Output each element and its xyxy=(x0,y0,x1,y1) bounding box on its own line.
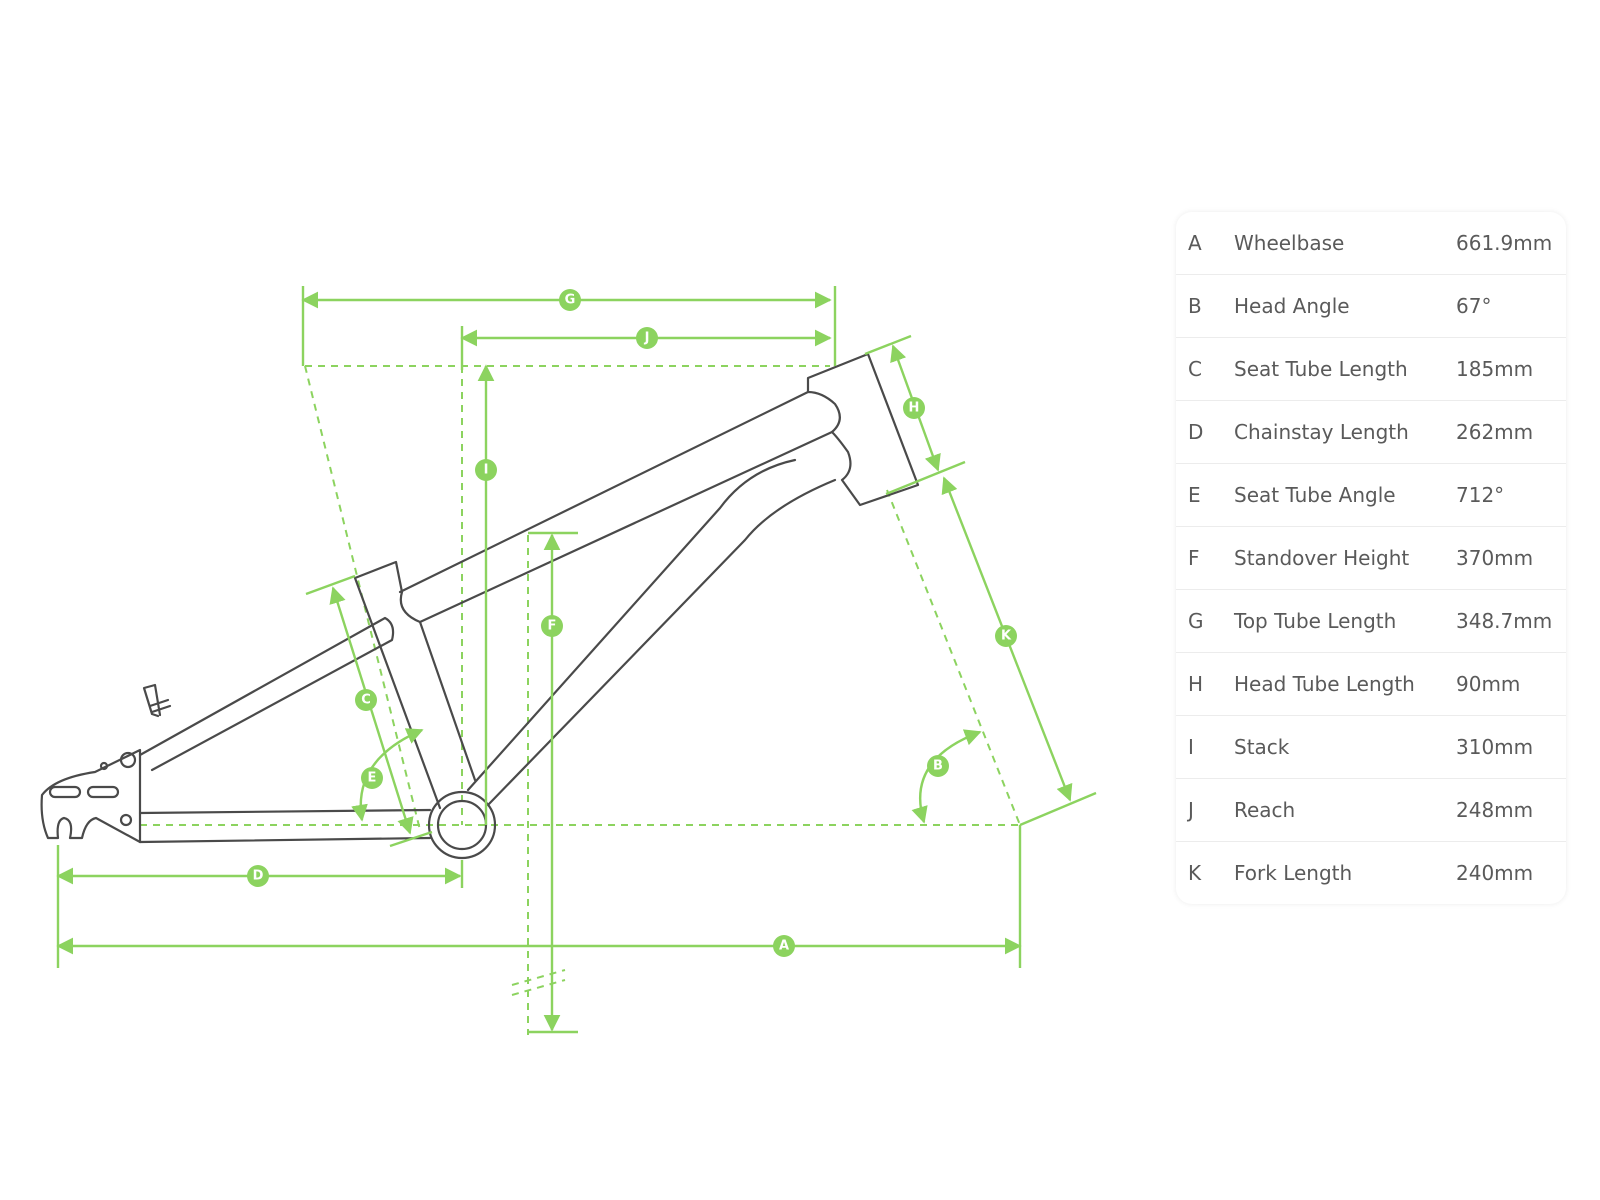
spec-value: 310mm xyxy=(1456,735,1534,759)
spec-letter: J xyxy=(1188,798,1194,822)
geometry-spec-table: A Wheelbase 661.9mm B Head Angle 67° C S… xyxy=(1176,212,1566,904)
spec-name: Seat Tube Length xyxy=(1234,357,1408,381)
spec-name: Fork Length xyxy=(1234,861,1353,885)
svg-text:F: F xyxy=(548,619,557,634)
svg-text:I: I xyxy=(484,463,489,478)
spec-name: Stack xyxy=(1234,735,1290,759)
spec-letter: B xyxy=(1188,294,1202,318)
spec-letter: A xyxy=(1188,231,1202,255)
spec-value: 370mm xyxy=(1456,546,1534,570)
marker-d: D xyxy=(247,865,269,887)
marker-e: E xyxy=(361,767,383,789)
spec-name: Chainstay Length xyxy=(1234,420,1409,444)
spec-letter: I xyxy=(1188,735,1194,759)
spec-row-top-tube-length: G Top Tube Length 348.7mm xyxy=(1176,590,1566,653)
spec-letter: C xyxy=(1188,357,1202,381)
svg-text:H: H xyxy=(909,401,920,416)
spec-row-standover-height: F Standover Height 370mm xyxy=(1176,527,1566,590)
marker-h: H xyxy=(903,397,925,419)
spec-name: Seat Tube Angle xyxy=(1234,483,1396,507)
dimension-markers: G J I F H K C E B D A xyxy=(247,289,1017,957)
spec-name: Wheelbase xyxy=(1234,231,1345,255)
spec-value: 240mm xyxy=(1456,861,1534,885)
spec-name: Head Angle xyxy=(1234,294,1350,318)
spec-name: Standover Height xyxy=(1234,546,1410,570)
spec-letter: F xyxy=(1188,546,1200,570)
spec-value: 185mm xyxy=(1456,357,1534,381)
spec-row-seat-tube-angle: E Seat Tube Angle 712° xyxy=(1176,464,1566,527)
dashed-guides xyxy=(140,365,1021,1035)
marker-k: K xyxy=(995,625,1017,647)
spec-value: 90mm xyxy=(1456,672,1521,696)
svg-text:A: A xyxy=(779,939,789,954)
marker-f: F xyxy=(541,615,563,637)
bike-frame xyxy=(40,352,920,860)
spec-value: 262mm xyxy=(1456,420,1534,444)
svg-text:J: J xyxy=(644,331,650,346)
spec-value: 67° xyxy=(1456,294,1492,318)
spec-value: 248mm xyxy=(1456,798,1534,822)
spec-letter: E xyxy=(1188,483,1201,507)
svg-text:C: C xyxy=(361,693,371,708)
svg-text:D: D xyxy=(253,869,264,884)
marker-a: A xyxy=(773,935,795,957)
spec-row-stack: I Stack 310mm xyxy=(1176,716,1566,779)
spec-name: Top Tube Length xyxy=(1234,609,1397,633)
spec-row-seat-tube-length: C Seat Tube Length 185mm xyxy=(1176,338,1566,401)
svg-text:E: E xyxy=(368,771,377,786)
spec-row-fork-length: K Fork Length 240mm xyxy=(1176,842,1566,904)
marker-i: I xyxy=(475,459,497,481)
spec-value: 712° xyxy=(1456,483,1505,507)
svg-text:G: G xyxy=(565,293,576,308)
spec-row-head-angle: B Head Angle 67° xyxy=(1176,275,1566,338)
marker-j: J xyxy=(636,327,658,349)
marker-b: B xyxy=(927,755,949,777)
spec-value: 661.9mm xyxy=(1456,231,1553,255)
marker-c: C xyxy=(355,689,377,711)
spec-letter: H xyxy=(1188,672,1204,696)
spec-letter: K xyxy=(1188,861,1202,885)
spec-row-head-tube-length: H Head Tube Length 90mm xyxy=(1176,653,1566,716)
spec-row-reach: J Reach 248mm xyxy=(1176,779,1566,842)
spec-value: 348.7mm xyxy=(1456,609,1553,633)
svg-text:K: K xyxy=(1001,629,1012,644)
spec-name: Head Tube Length xyxy=(1234,672,1415,696)
spec-letter: D xyxy=(1188,420,1204,444)
spec-row-wheelbase: A Wheelbase 661.9mm xyxy=(1176,212,1566,275)
spec-row-chainstay-length: D Chainstay Length 262mm xyxy=(1176,401,1566,464)
svg-text:B: B xyxy=(933,759,943,774)
spec-letter: G xyxy=(1188,609,1204,633)
spec-name: Reach xyxy=(1234,798,1296,822)
dimension-lines xyxy=(56,286,1097,1034)
marker-g: G xyxy=(559,289,581,311)
